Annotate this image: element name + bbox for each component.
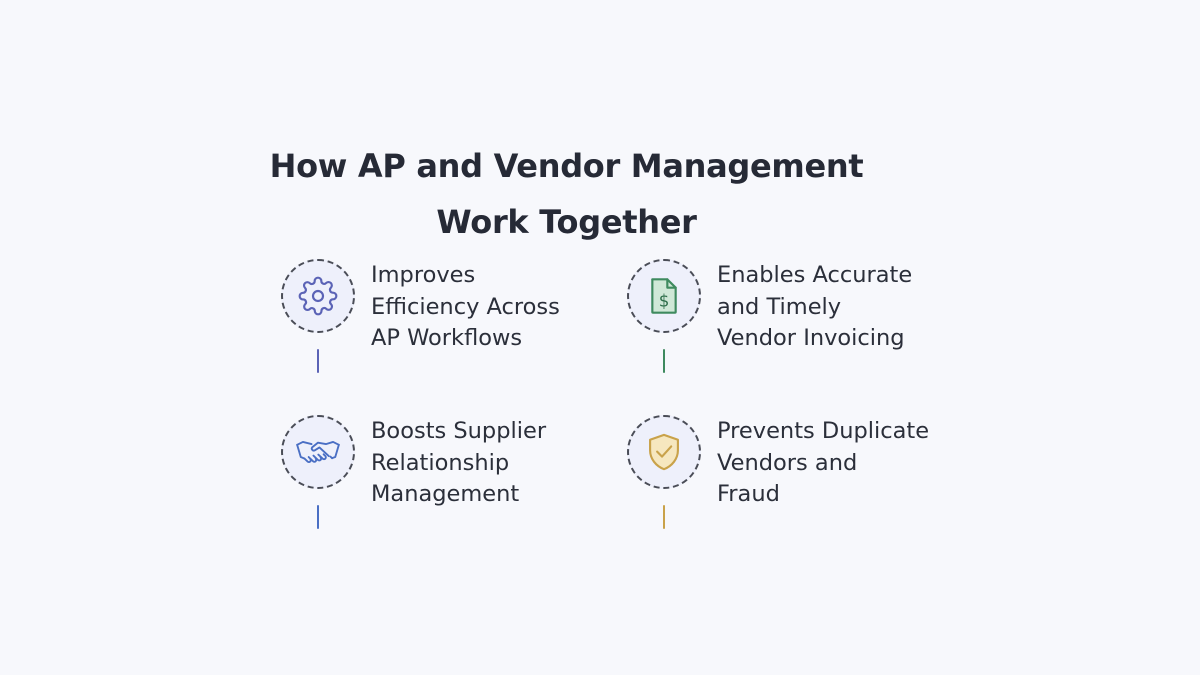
icon-badge: $	[627, 259, 701, 333]
benefit-label: Boosts Supplier Relationship Management	[371, 418, 547, 507]
connector-line	[317, 349, 319, 373]
svg-text:$: $	[659, 291, 670, 310]
title-line-1: How AP and Vendor Management	[269, 147, 864, 185]
benefit-label: Improves Efficiency Across AP Workflows	[371, 262, 560, 351]
diagram-title: How AP and Vendor Management Work Togeth…	[0, 138, 1133, 250]
benefit-item-fraud: Prevents Duplicate Vendors and Fraud	[627, 415, 957, 555]
connector-line	[317, 505, 319, 529]
icon-badge	[627, 415, 701, 489]
title-line-2: Work Together	[436, 203, 697, 241]
benefit-label: Enables Accurate and Timely Vendor Invoi…	[717, 262, 913, 351]
connector-line	[663, 505, 665, 529]
invoice-dollar-icon: $	[651, 278, 677, 314]
benefit-label: Prevents Duplicate Vendors and Fraud	[717, 418, 930, 507]
icon-badge	[281, 259, 355, 333]
handshake-icon	[296, 441, 340, 463]
benefit-item-supplier: Boosts Supplier Relationship Management	[281, 415, 611, 555]
benefit-item-invoicing: $ Enables Accurate and Timely Vendor Inv…	[627, 259, 957, 399]
gear-icon	[298, 276, 338, 316]
icon-badge	[281, 415, 355, 489]
shield-check-icon	[649, 433, 679, 471]
connector-line	[663, 349, 665, 373]
benefit-item-efficiency: Improves Efficiency Across AP Workflows	[281, 259, 611, 399]
